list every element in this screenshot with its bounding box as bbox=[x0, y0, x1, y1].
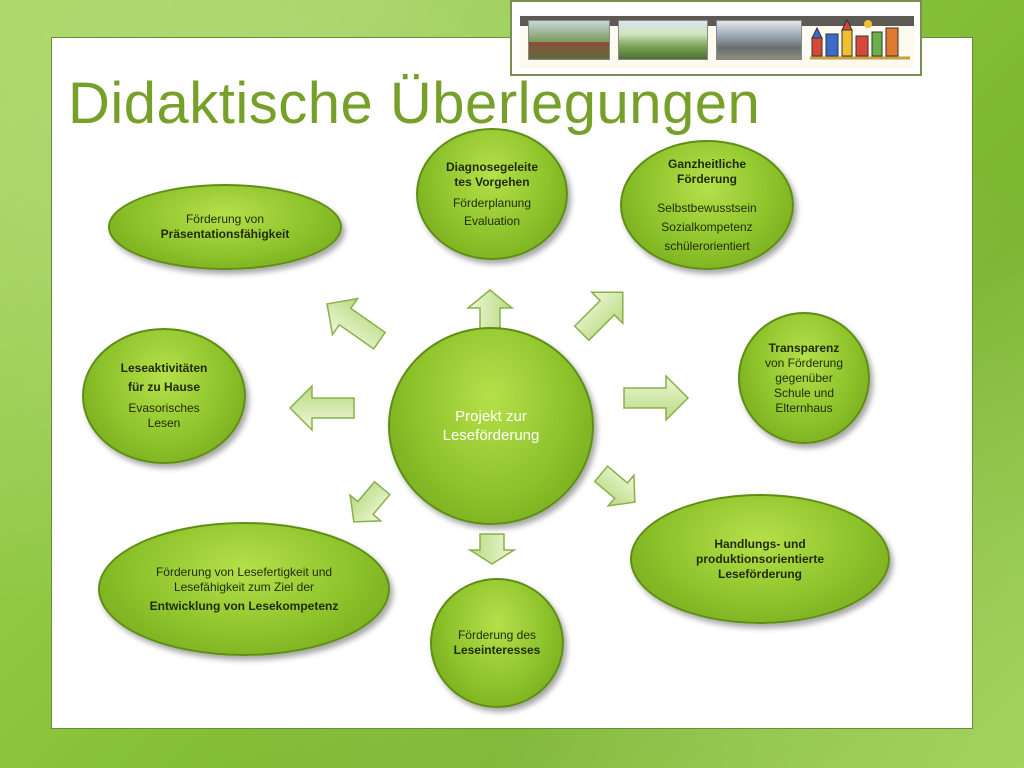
node-ganzheitlich: Ganzheitliche Förderung Selbstbewusstsei… bbox=[620, 140, 794, 270]
photo-school-front bbox=[716, 20, 802, 60]
transparenz-line3: Schule und bbox=[773, 385, 835, 400]
node-leseaktivitaeten: Leseaktivitäten für zu Hause Evasorische… bbox=[82, 328, 246, 464]
center-line1: Projekt zur bbox=[455, 407, 527, 425]
praesentation-bold: Präsentationsfähigkeit bbox=[160, 227, 290, 241]
transparenz-title: Transparenz bbox=[768, 340, 840, 355]
handlung-title3: Leseförderung bbox=[717, 566, 802, 581]
arrow-up-right bbox=[573, 291, 624, 342]
handlung-title1: Handlungs- und bbox=[714, 536, 806, 551]
handlung-title2: produktionsorientierte bbox=[695, 551, 824, 566]
transparenz-line2: gegenüber bbox=[775, 370, 833, 385]
transparenz-line4: Elternhaus bbox=[775, 400, 833, 415]
node-handlung: Handlungs- und produktionsorientierte Le… bbox=[630, 494, 890, 624]
diagnose-title2: tes Vorgehen bbox=[454, 174, 530, 189]
photo-strip bbox=[510, 0, 922, 76]
node-lesekompetenz: Förderung von Lesefertigkeit und Lesefäh… bbox=[98, 522, 390, 656]
node-leseinteresse: Förderung des Leseinteresses bbox=[430, 578, 564, 708]
arrow-up-left bbox=[326, 297, 387, 350]
ganzheitlich-item3: schülerorientiert bbox=[664, 238, 750, 253]
ganzheitlich-title2: Förderung bbox=[677, 171, 737, 186]
arrow-down bbox=[467, 533, 517, 565]
diagnose-item1: Förderplanung bbox=[452, 195, 532, 210]
arrow-left bbox=[288, 384, 355, 432]
leseinteresse-bold: Leseinteresses bbox=[453, 643, 541, 657]
arrow-down-right bbox=[593, 465, 636, 507]
center-line2: Leseförderung bbox=[442, 427, 540, 444]
diagnose-title1: Diagnosegeleite bbox=[445, 159, 539, 174]
page-title: Didaktische Überlegungen bbox=[68, 71, 761, 136]
lesekompetenz-line1: Förderung von Lesefertigkeit und bbox=[155, 564, 333, 579]
leseaktivitaeten-item1: Evasorisches bbox=[128, 401, 200, 415]
node-center: Projekt zur Leseförderung bbox=[388, 327, 594, 525]
kids-drawing-icon bbox=[810, 18, 910, 60]
ganzheitlich-item1: Selbstbewusstsein bbox=[657, 200, 757, 215]
ganzheitlich-title1: Ganzheitliche bbox=[667, 156, 747, 171]
lesekompetenz-bold: Entwicklung von Lesekompetenz bbox=[149, 598, 339, 613]
leseaktivitaeten-title1: Leseaktivitäten bbox=[120, 361, 208, 375]
node-transparenz: Transparenz von Förderung gegenüber Schu… bbox=[738, 312, 870, 444]
lesekompetenz-line2: Lesefähigkeit zum Ziel der bbox=[173, 579, 315, 594]
node-praesentation: Förderung von Präsentationsfähigkeit bbox=[108, 184, 342, 270]
leseaktivitaeten-item2: Lesen bbox=[147, 416, 181, 430]
node-diagnose: Diagnosegeleite tes Vorgehen Förderplanu… bbox=[416, 128, 568, 260]
diagnose-item2: Evaluation bbox=[463, 213, 521, 228]
ganzheitlich-item2: Sozialkompetenz bbox=[661, 219, 753, 234]
photo-school-building bbox=[528, 20, 610, 60]
leseinteresse-line1: Förderung des bbox=[457, 628, 537, 642]
praesentation-line1: Förderung von bbox=[185, 212, 265, 226]
arrow-right bbox=[623, 374, 690, 422]
transparenz-line1: von Förderung bbox=[764, 355, 844, 370]
arrow-down-left bbox=[349, 480, 391, 523]
photo-trees bbox=[618, 20, 708, 60]
arrow-up bbox=[465, 289, 515, 333]
leseaktivitaeten-title2: für zu Hause bbox=[127, 380, 200, 394]
